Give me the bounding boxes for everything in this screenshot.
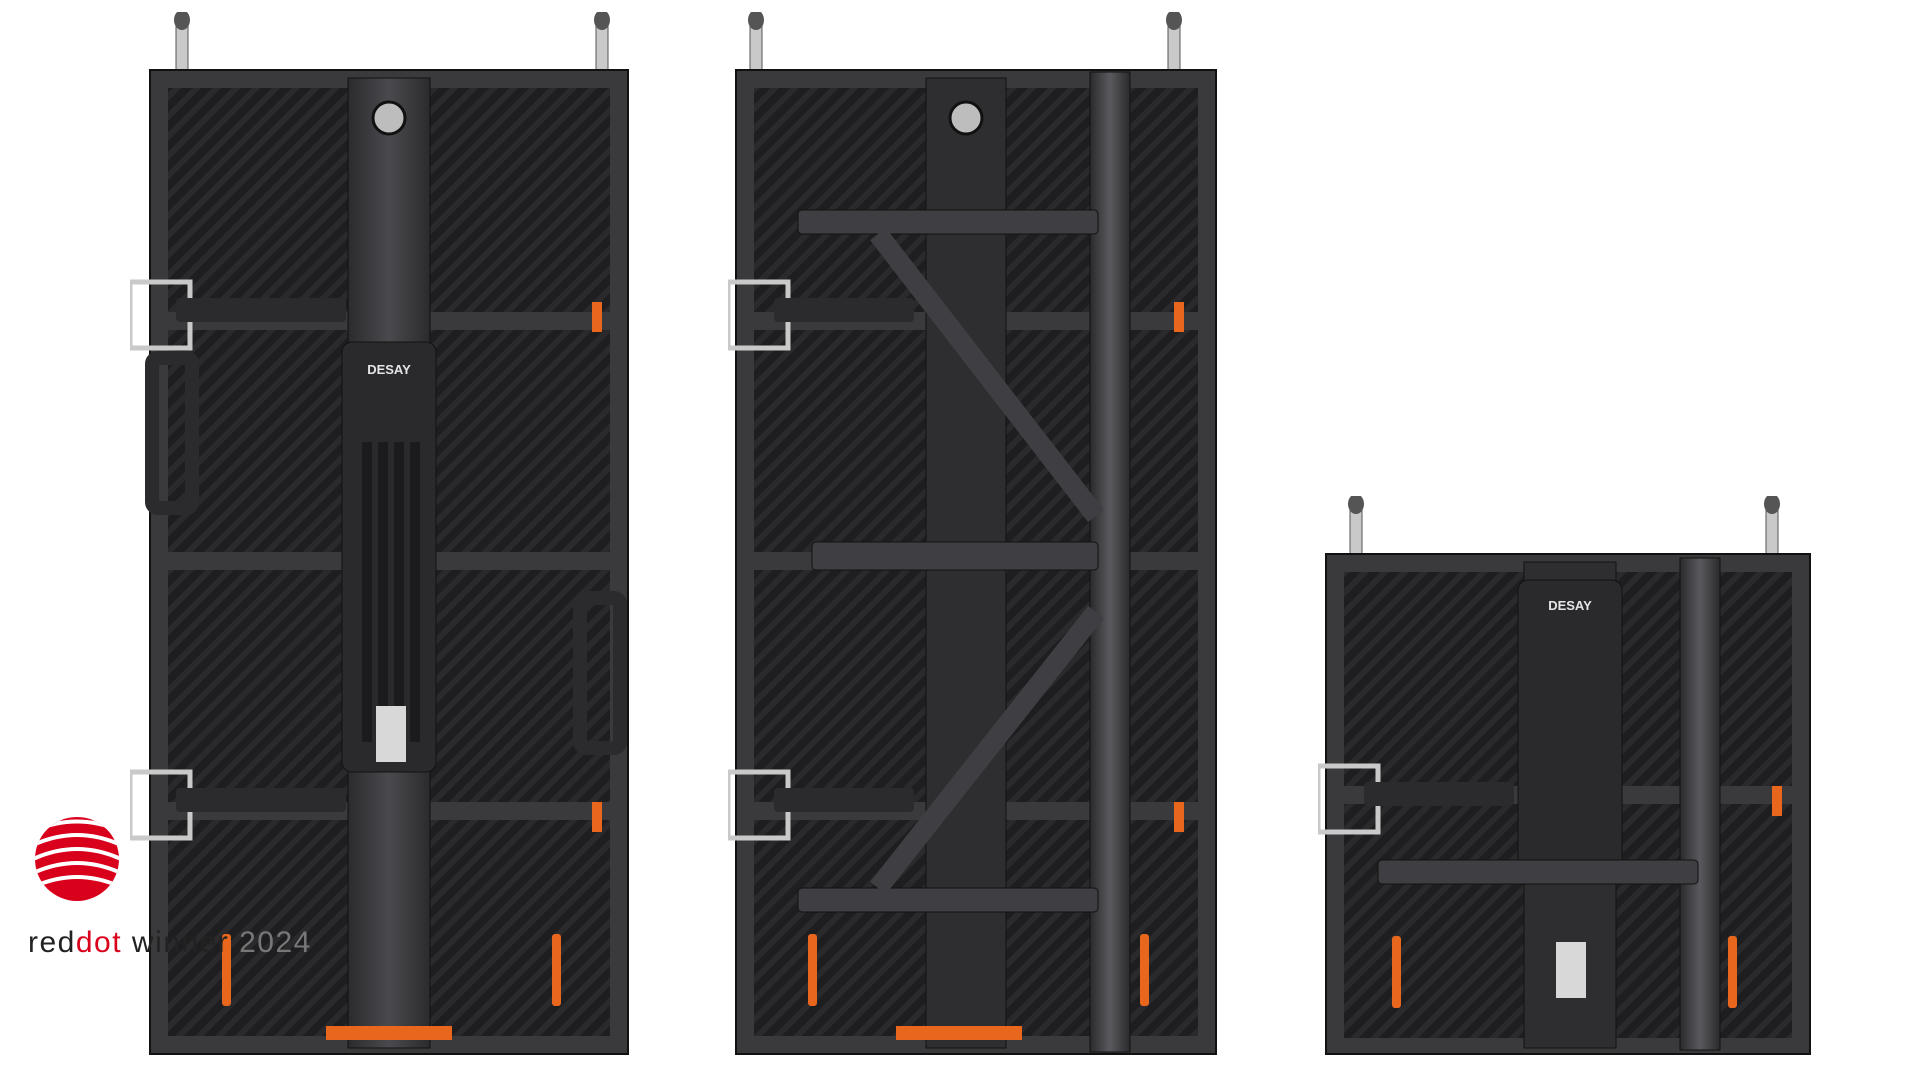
led-cabinet-panel-left: DESAY [130,12,648,1058]
reddot-word-dot: dot [75,926,123,959]
reddot-winner-text: reddot winner 2024 [28,926,312,960]
reddot-word-red: red [28,926,76,959]
led-cabinet-rear-view-short: DESAY [1318,496,1811,1055]
reddot-award-badge: reddot winner 2024 [28,814,328,974]
brand-label: DESAY [1548,598,1592,613]
led-cabinet-rear-view-with-bracing [728,12,1217,1055]
led-cabinet-panel-center [728,12,1246,1058]
reddot-year: 2024 [239,926,312,959]
brand-label: DESAY [367,362,411,377]
reddot-word-winner: winner [122,926,240,959]
reddot-logo-icon [35,817,119,901]
led-cabinet-panel-right: DESAY [1318,496,1814,1058]
led-cabinet-rear-view: DESAY [130,12,629,1055]
